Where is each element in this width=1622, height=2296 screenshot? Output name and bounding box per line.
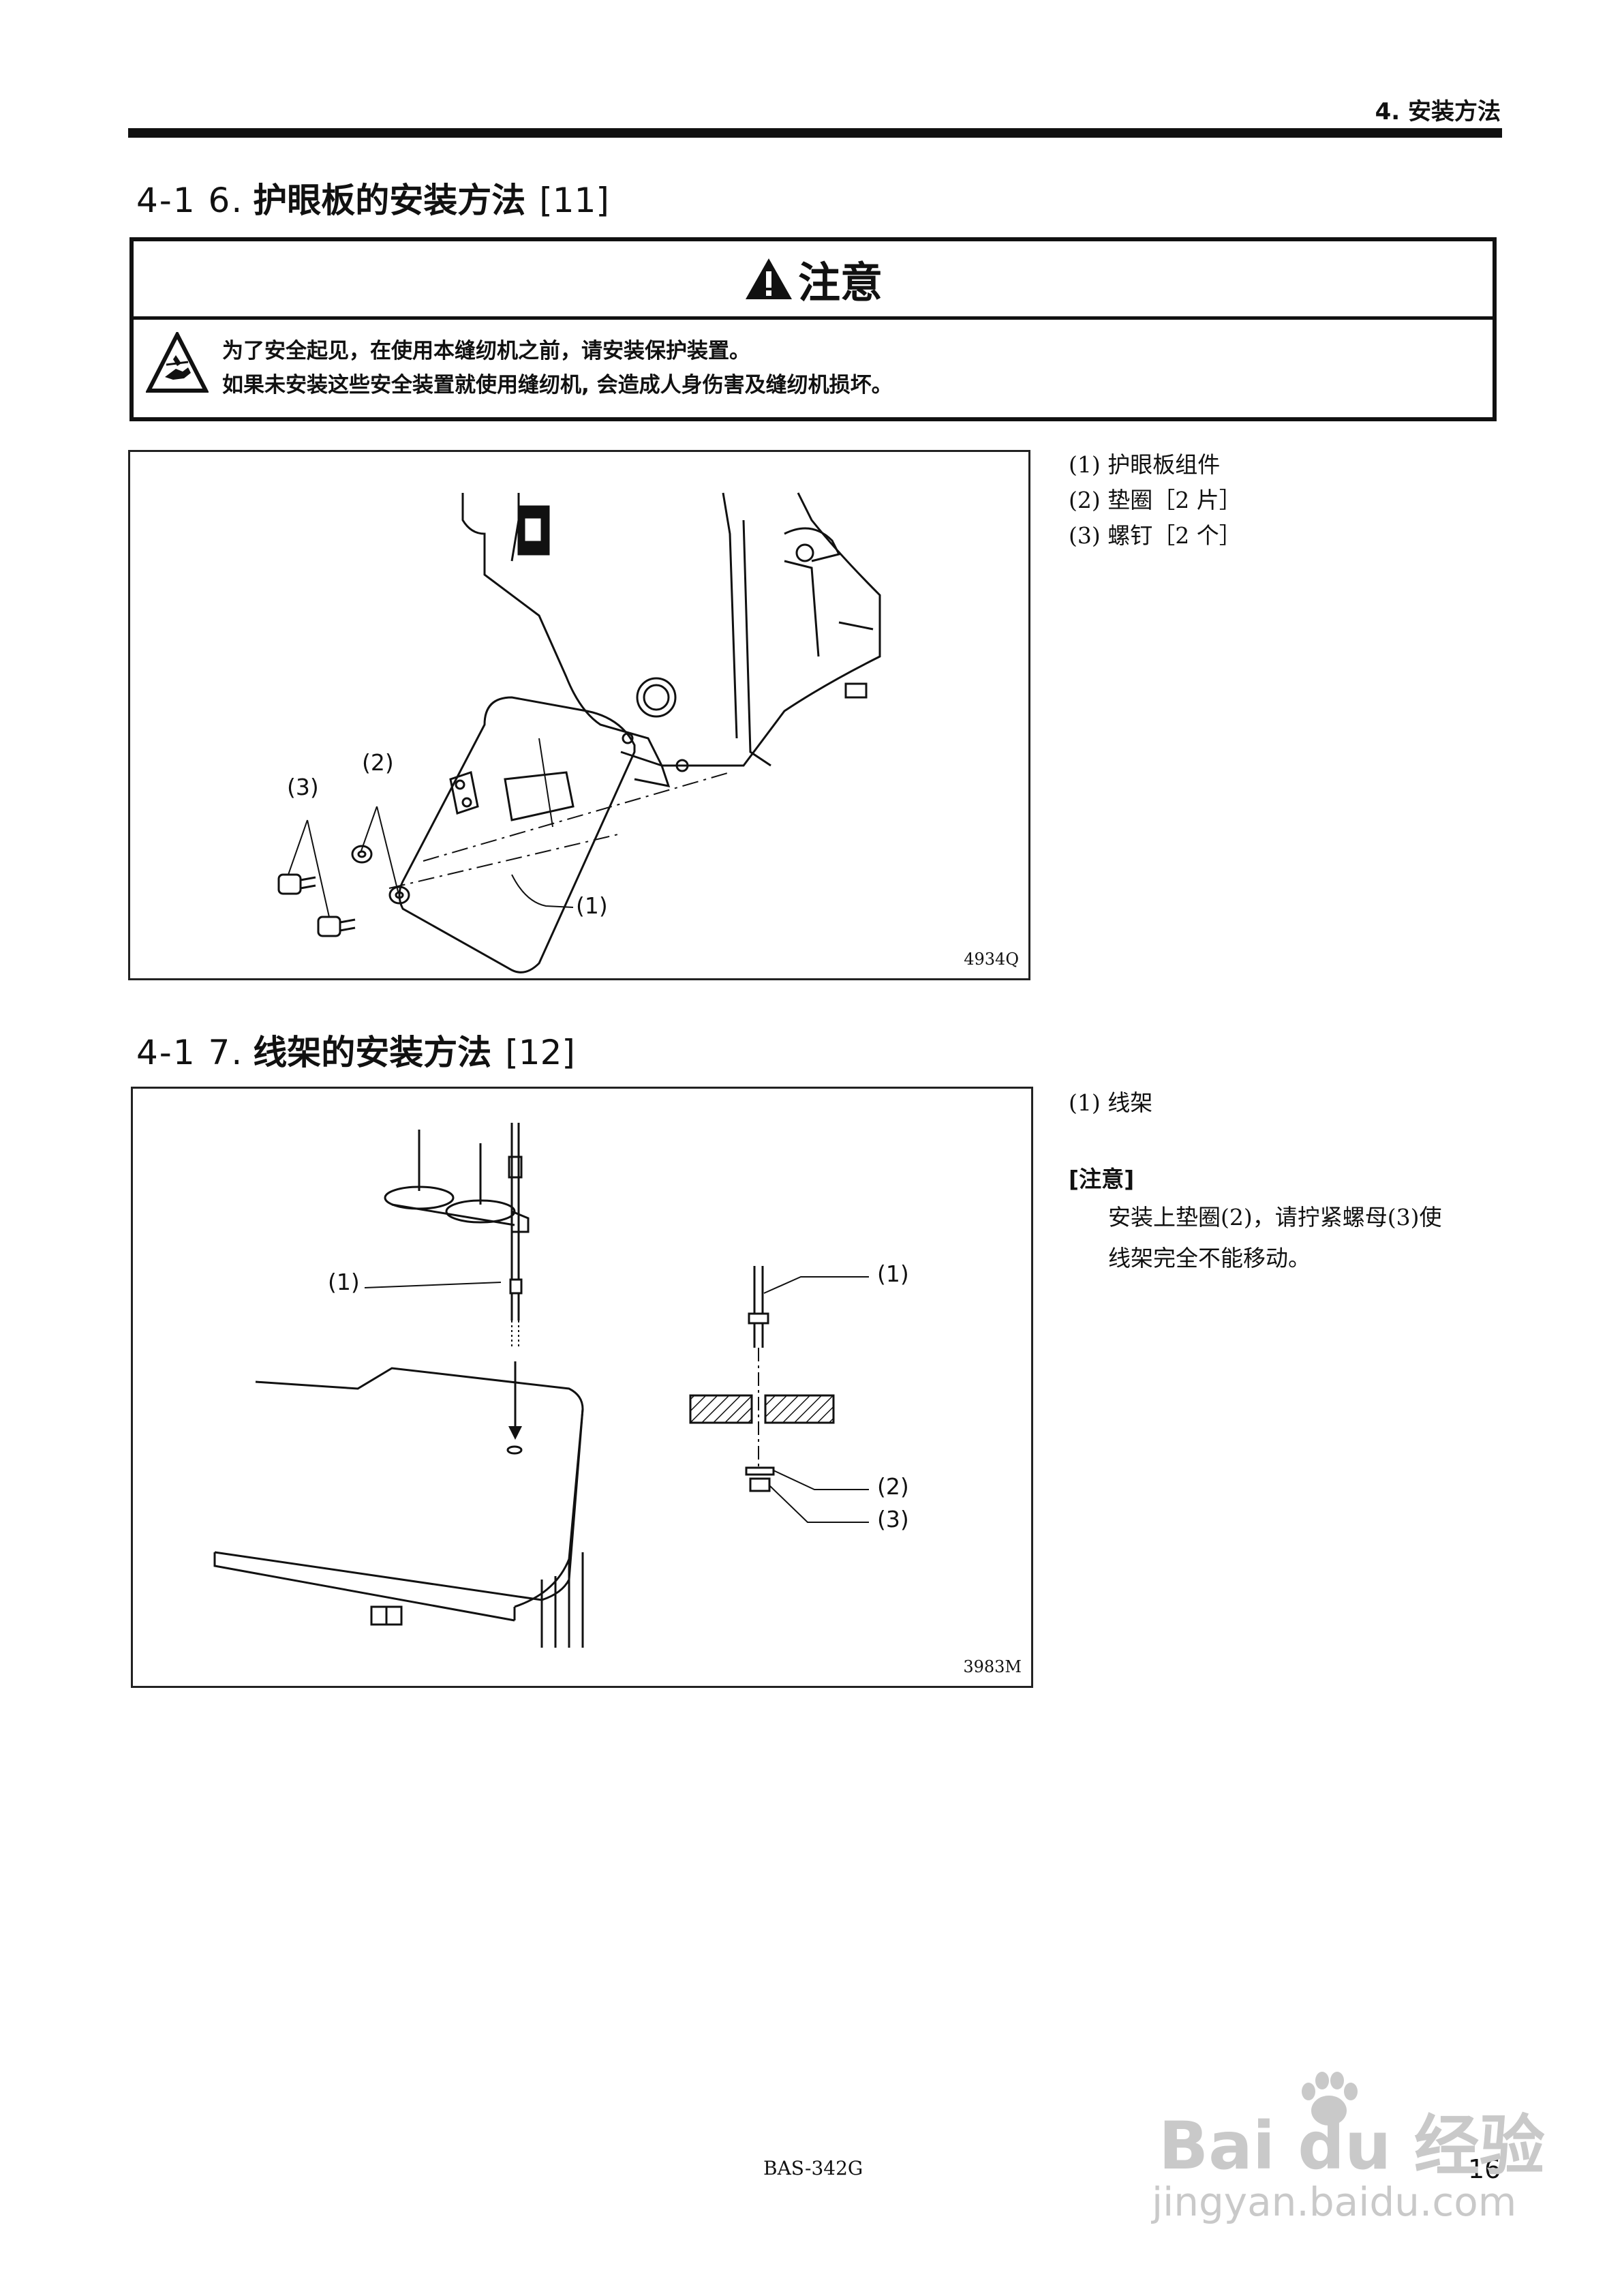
section-number: 4-1 6. [136, 181, 244, 220]
warning-triangle-icon [745, 258, 792, 299]
label-right-1: (1) [877, 1260, 909, 1287]
part-item-1: (1) 护眼板组件 [1069, 451, 1221, 478]
figure-code: 3983M [963, 1657, 1022, 1676]
hand-injury-warning-icon [146, 332, 209, 393]
part-item-3: (3) 螺钉［2 个］ [1069, 522, 1242, 549]
label-left-1: (1) [328, 1269, 360, 1295]
header-rule [128, 128, 1502, 138]
part-item-1: (1) 线架 [1069, 1089, 1153, 1116]
section-heading: 线架的安装方法 [253, 1033, 492, 1072]
footer-model: BAS-342G [763, 2157, 863, 2179]
note-line-1: 安装上垫圈(2)，请拧紧螺母(3)使 [1108, 1204, 1442, 1230]
section-title-4-17: 4-1 7.线架的安装方法 [12] [136, 1025, 575, 1074]
parts-list-thread-stand: (1) 线架 [1069, 1085, 1152, 1121]
parts-list-eye-guard: (1) 护眼板组件 (2) 垫圈［2 片］ (3) 螺钉［2 个］ [1069, 447, 1242, 554]
label-right-2: (2) [877, 1473, 909, 1500]
section-ref: [12] [505, 1033, 575, 1072]
section-title-4-16: 4-1 6.护眼板的安装方法 [11] [136, 173, 609, 222]
page-number: 16 [1468, 2154, 1501, 2184]
label-right-3: (3) [877, 1506, 909, 1532]
note-title: [注意] [1069, 1166, 1135, 1192]
paw-logo-icon [1302, 2072, 1358, 2126]
note-line-2: 线架完全不能移动。 [1108, 1245, 1311, 1271]
caution-header: 注意 [134, 241, 1493, 320]
note-body: 安装上垫圈(2)，请拧紧螺母(3)使 [1108, 1200, 1442, 1235]
caution-title: 注意 [797, 258, 883, 307]
section-heading: 护眼板的安装方法 [253, 181, 526, 220]
label-2: (2) [362, 749, 394, 776]
caution-line-2: 如果未安装这些安全装置就使用缝纫机, 会造成人身伤害及缝纫机损坏。 [222, 373, 893, 397]
figure-code: 4934Q [964, 950, 1019, 969]
watermark-brand: Bai du 经验 [1159, 2072, 1545, 2188]
label-1: (1) [576, 892, 608, 919]
part-item-2: (2) 垫圈［2 片］ [1069, 487, 1242, 513]
caution-box: 注意 为了安全起见，在使用本缝纫机之前，请安装保护装置。 如果未安装这些安全装置… [129, 237, 1497, 421]
section-number: 4-1 7. [136, 1033, 244, 1072]
chapter-header: 4. 安装方法 [1375, 98, 1501, 125]
label-3: (3) [287, 774, 319, 800]
eye-guard-illustration [277, 492, 881, 973]
figure-eye-guard: (2) (3) (1) 4934Q [128, 450, 1030, 980]
watermark-brand-text: Bai du 经验 [1159, 2108, 1545, 2184]
section-ref: [11] [539, 181, 609, 220]
caution-line-1: 为了安全起见，在使用本缝纫机之前，请安装保护装置。 [222, 339, 750, 363]
caution-body: 为了安全起见，在使用本缝纫机之前，请安装保护装置。 如果未安装这些安全装置就使用… [134, 320, 1493, 422]
thread-stand-illustration [213, 1123, 869, 1648]
watermark-url: jingyan.baidu.com [1152, 2179, 1517, 2225]
figure-thread-stand: (1) (1) (2) (3) 3983M [131, 1087, 1033, 1688]
